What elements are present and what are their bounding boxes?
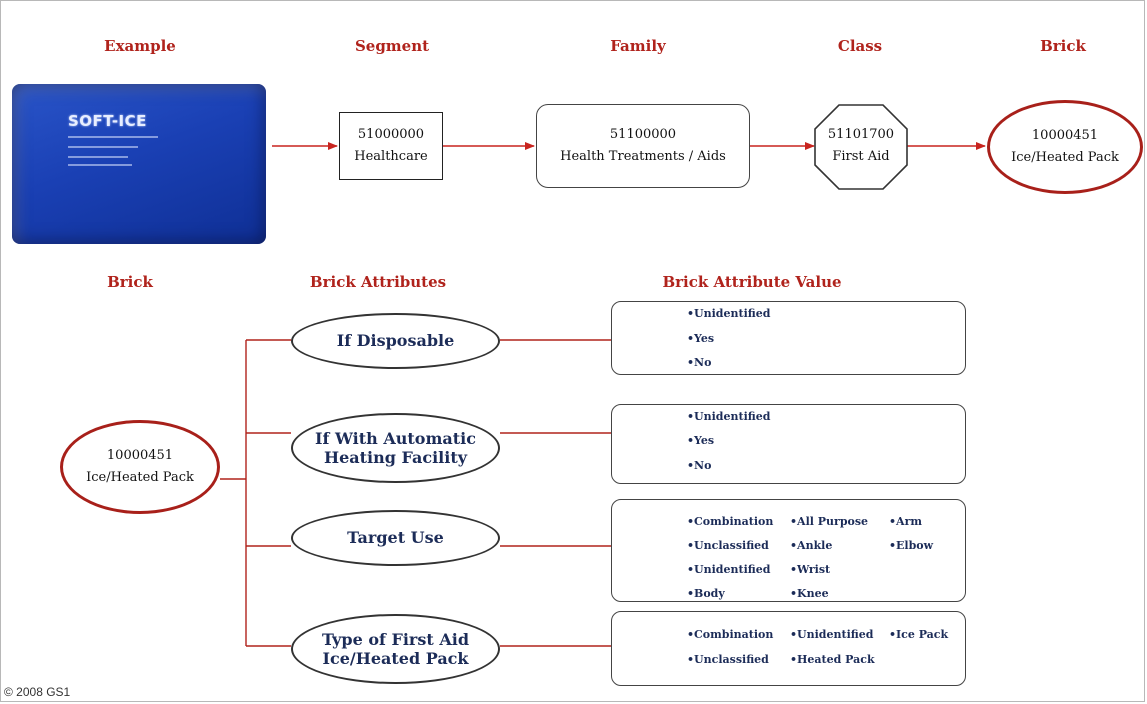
attribute-type-of-first-aid: Type of First Aid Ice/Heated Pack [291,614,500,684]
values-box-if-disposable [611,301,966,375]
values-box-target-use [611,499,966,602]
product-brand-label: SOFT-ICE [68,112,147,130]
value-item: •No [687,459,712,472]
value-item: •Elbow [889,539,934,552]
segment-name: Healthcare [354,149,428,164]
attribute-automatic-heating: If With Automatic Heating Facility [291,413,500,483]
family-node: 51100000 Health Treatments / Aids [536,104,750,188]
header-example: Example [104,37,176,55]
brick-code: 10000451 [1031,127,1099,143]
product-image-ice-pack: SOFT-ICE [12,84,266,244]
brick-detail-name: Ice/Heated Pack [86,470,194,485]
class-octagon [814,104,908,190]
value-item: •Unidentified [687,410,771,423]
attribute-label: If Disposable [336,331,455,351]
values-box-automatic-heating [611,404,966,484]
value-item: •Unidentified [687,563,771,576]
value-item: •Heated Pack [790,653,875,666]
value-item: •Unidentified [790,628,874,641]
value-item: •Unclassified [687,539,769,552]
header-family: Family [610,37,666,55]
value-item: •Ice Pack [889,628,949,641]
value-item: •Unidentified [687,307,771,320]
value-item: •Yes [687,332,715,345]
segment-code: 51000000 [357,126,425,142]
attribute-label-line2: Heating Facility [323,448,468,467]
header-class: Class [837,37,883,55]
value-item: •All Purpose [790,515,869,528]
attribute-label: Type of First Aid [321,629,470,649]
brick-detail-code: 10000451 [106,447,174,463]
value-item: •Yes [687,434,715,447]
value-item: •No [687,356,712,369]
attribute-target-use: Target Use [291,510,500,566]
header-segment: Segment [354,37,430,55]
header-brick-detail: Brick [107,273,153,291]
value-item: •Wrist [790,563,831,576]
attribute-label: Target Use [347,528,444,548]
attribute-tree [220,339,611,647]
segment-node: 51000000 Healthcare [339,112,443,180]
attribute-label-line2: Ice/Heated Pack [322,649,469,668]
attribute-if-disposable: If Disposable [291,313,500,369]
brick-detail-node: 10000451 Ice/Heated Pack [60,420,220,514]
header-brick-attributes: Brick Attributes [309,273,447,291]
header-brick-attribute-value: Brick Attribute Value [662,273,842,291]
value-item: •Ankle [790,539,833,552]
class-node: 51101700 First Aid [816,107,906,185]
value-item: •Body [687,587,725,600]
family-name: Health Treatments / Aids [560,149,726,164]
attribute-label: If With Automatic [315,428,476,448]
value-item: •Unclassified [687,653,769,666]
family-code: 51100000 [609,126,677,142]
class-code: 51101700 [827,126,895,142]
value-item: •Combination [687,515,774,528]
value-item: •Knee [790,587,829,600]
header-brick: Brick [1040,37,1086,55]
copyright-notice: © 2008 GS1 [4,685,71,699]
brick-node: 10000451 Ice/Heated Pack [987,100,1143,194]
values-box-type-of-first-aid [611,611,966,686]
value-item: •Combination [687,628,774,641]
value-item: •Arm [889,515,922,528]
class-name: First Aid [832,149,890,164]
brick-name: Ice/Heated Pack [1011,150,1119,165]
